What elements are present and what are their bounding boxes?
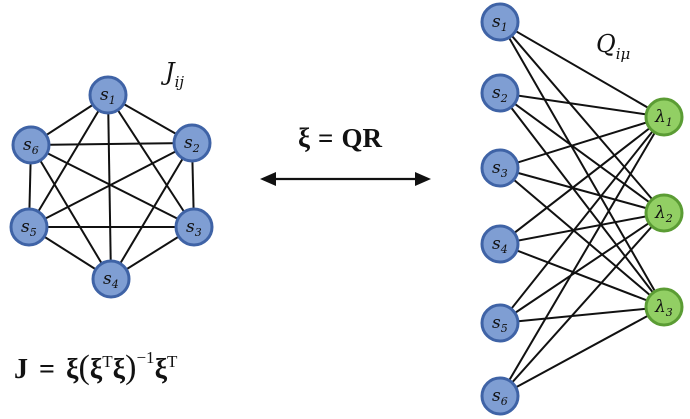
node-label: s1 xyxy=(100,85,116,107)
edge xyxy=(499,212,665,324)
node-label: λ3 xyxy=(654,297,673,319)
node-label: s1 xyxy=(492,12,508,34)
right-node-s4: s4 xyxy=(480,224,520,264)
left-graph-edges xyxy=(28,94,195,280)
right-node-lambda2: λ2 xyxy=(644,193,684,233)
double-arrow xyxy=(260,172,431,186)
edge xyxy=(107,94,195,228)
node-label: s2 xyxy=(184,133,200,155)
left-node-s4: s4 xyxy=(91,259,131,299)
right-graph-edges xyxy=(499,21,665,397)
edge xyxy=(499,116,665,324)
right-node-lambda1: λ1 xyxy=(644,97,684,137)
edge xyxy=(499,116,665,169)
edge xyxy=(28,94,109,228)
edge xyxy=(499,92,665,214)
edge xyxy=(30,144,112,280)
right-node-s5: s5 xyxy=(480,303,520,343)
edge xyxy=(499,167,665,308)
left-node-s3: s3 xyxy=(174,207,214,247)
edge xyxy=(499,167,665,214)
right-graph: s1 s2 s3 s4 s5 s6 λ1 λ2 xyxy=(480,2,684,416)
edge xyxy=(499,21,665,118)
inverse-formula: J = ξ(ξTξ)−1ξT xyxy=(14,348,178,386)
center-equation: ξ=QR xyxy=(298,123,382,153)
edge xyxy=(499,21,665,214)
right-node-lambda3: λ3 xyxy=(644,287,684,327)
left-node-s1: s1 xyxy=(88,75,128,115)
node-label: s3 xyxy=(186,217,202,239)
left-graph: s1 s2 s3 s4 s5 s6 Jij xyxy=(9,58,214,299)
edge xyxy=(110,142,193,280)
left-node-s5: s5 xyxy=(9,207,49,247)
edge xyxy=(499,116,665,397)
right-node-s2: s2 xyxy=(480,73,520,113)
node-label: s4 xyxy=(492,234,508,256)
edge xyxy=(499,92,665,308)
node-label: s5 xyxy=(21,217,37,239)
edge xyxy=(107,94,112,280)
edge xyxy=(30,142,193,146)
node-label: s4 xyxy=(103,269,119,291)
right-graph-title: Qiμ xyxy=(596,30,630,63)
node-label: s6 xyxy=(23,135,39,157)
right-node-s6: s6 xyxy=(480,376,520,416)
right-node-s1: s1 xyxy=(480,2,520,42)
edge xyxy=(499,21,665,308)
node-label: s2 xyxy=(492,83,508,105)
edge xyxy=(499,306,665,324)
node-label: s3 xyxy=(492,158,508,180)
edge xyxy=(499,92,665,118)
node-label: s6 xyxy=(492,386,508,408)
edge xyxy=(499,306,665,397)
node-label: λ1 xyxy=(654,107,673,129)
left-graph-title: Jij xyxy=(160,58,184,91)
edge xyxy=(499,116,665,245)
edge xyxy=(30,144,195,228)
edge xyxy=(499,243,665,308)
edge xyxy=(499,212,665,245)
right-node-s3: s3 xyxy=(480,148,520,188)
edge xyxy=(499,212,665,397)
left-node-s2: s2 xyxy=(172,123,212,163)
left-node-s6: s6 xyxy=(11,125,51,165)
node-label: λ2 xyxy=(654,203,673,225)
node-label: s5 xyxy=(492,313,508,335)
